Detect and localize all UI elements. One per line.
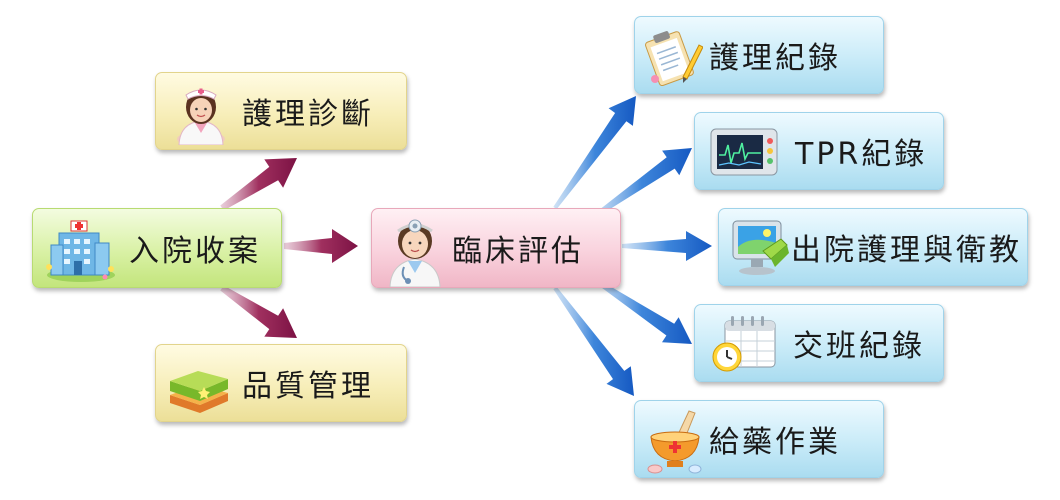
- arrow-assessment-to-discharge-education: [622, 231, 712, 261]
- label-quality-management: 品質管理: [242, 369, 374, 404]
- calendar-clock-icon: [712, 316, 776, 372]
- label-medication: 給藥作業: [709, 425, 841, 460]
- monitor-icon: [710, 128, 778, 176]
- nurse-icon: [177, 88, 225, 145]
- computer-icon: [732, 220, 789, 275]
- arrow-assessment-to-medication: [553, 286, 634, 396]
- arrow-assessment-to-shift-handover: [590, 276, 692, 344]
- arrow-admission-to-clinical-assessment: [284, 229, 358, 263]
- arrow-admission-to-nursing-diagnosis: [220, 158, 297, 211]
- arrow-assessment-to-nursing-records: [553, 96, 636, 210]
- node-shift-handover[interactable]: 交班紀錄: [694, 304, 944, 382]
- node-admission[interactable]: 入院收案: [32, 208, 282, 288]
- label-discharge-education: 出院護理與衛教: [791, 233, 1022, 268]
- arrow-assessment-to-tpr-records: [590, 148, 692, 220]
- node-tpr-records[interactable]: TPR紀錄: [694, 112, 944, 190]
- mortar-icon: [647, 410, 702, 474]
- node-discharge-education[interactable]: 出院護理與衛教: [718, 208, 1028, 286]
- node-nursing-records[interactable]: 護理紀錄: [634, 16, 884, 94]
- clipboard-icon: [645, 31, 703, 87]
- doctor-icon: [389, 219, 441, 287]
- label-admission: 入院收案: [129, 234, 261, 269]
- label-tpr-records: TPR紀錄: [795, 137, 928, 172]
- node-clinical-assessment[interactable]: 臨床評估: [371, 208, 621, 288]
- books-icon: [170, 371, 228, 413]
- arrow-admission-to-quality-management: [220, 285, 297, 338]
- node-medication[interactable]: 給藥作業: [634, 400, 884, 478]
- label-nursing-records: 護理紀錄: [709, 41, 841, 76]
- node-nursing-diagnosis[interactable]: 護理診斷: [155, 72, 407, 150]
- label-clinical-assessment: 臨床評估: [452, 234, 584, 269]
- label-shift-handover: 交班紀錄: [793, 329, 925, 364]
- hospital-icon: [46, 220, 115, 282]
- node-quality-management[interactable]: 品質管理: [155, 344, 407, 422]
- label-nursing-diagnosis: 護理診斷: [242, 97, 374, 132]
